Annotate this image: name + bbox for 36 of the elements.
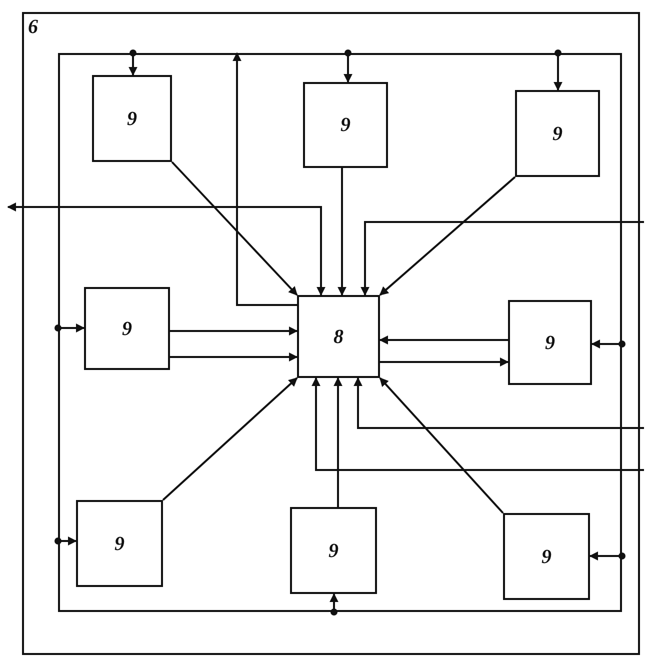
block-label: 9 <box>126 108 138 130</box>
arrow <box>334 377 342 507</box>
block-label: 9 <box>544 332 556 354</box>
outer-frame <box>22 12 640 655</box>
block-label: 9 <box>114 532 126 554</box>
bus-loop <box>58 53 622 612</box>
arrow <box>338 168 346 296</box>
arrow <box>312 377 644 471</box>
block-label: 9 <box>328 540 340 562</box>
arrow <box>379 336 508 344</box>
arrow <box>170 352 298 362</box>
arrow <box>379 176 516 296</box>
arrow <box>162 377 298 501</box>
block <box>92 75 172 162</box>
block <box>503 513 590 600</box>
arrow <box>171 161 298 296</box>
block-label: 9 <box>540 546 552 568</box>
block-label: 9 <box>340 114 352 136</box>
arrow <box>232 52 297 306</box>
block <box>76 500 163 587</box>
block <box>515 90 600 177</box>
block-label: 9 <box>121 318 133 340</box>
arrow <box>360 221 644 296</box>
arrow <box>380 358 509 366</box>
block <box>84 287 170 370</box>
arrow <box>7 202 326 296</box>
block <box>297 295 380 378</box>
block-label: 8 <box>332 326 344 348</box>
arrow <box>170 326 298 336</box>
arrow <box>354 377 644 429</box>
block-label: 9 <box>552 122 564 144</box>
block <box>508 300 592 385</box>
arrow <box>379 377 504 514</box>
block <box>290 507 377 594</box>
block-label: 6 <box>28 16 38 38</box>
block <box>303 82 388 168</box>
